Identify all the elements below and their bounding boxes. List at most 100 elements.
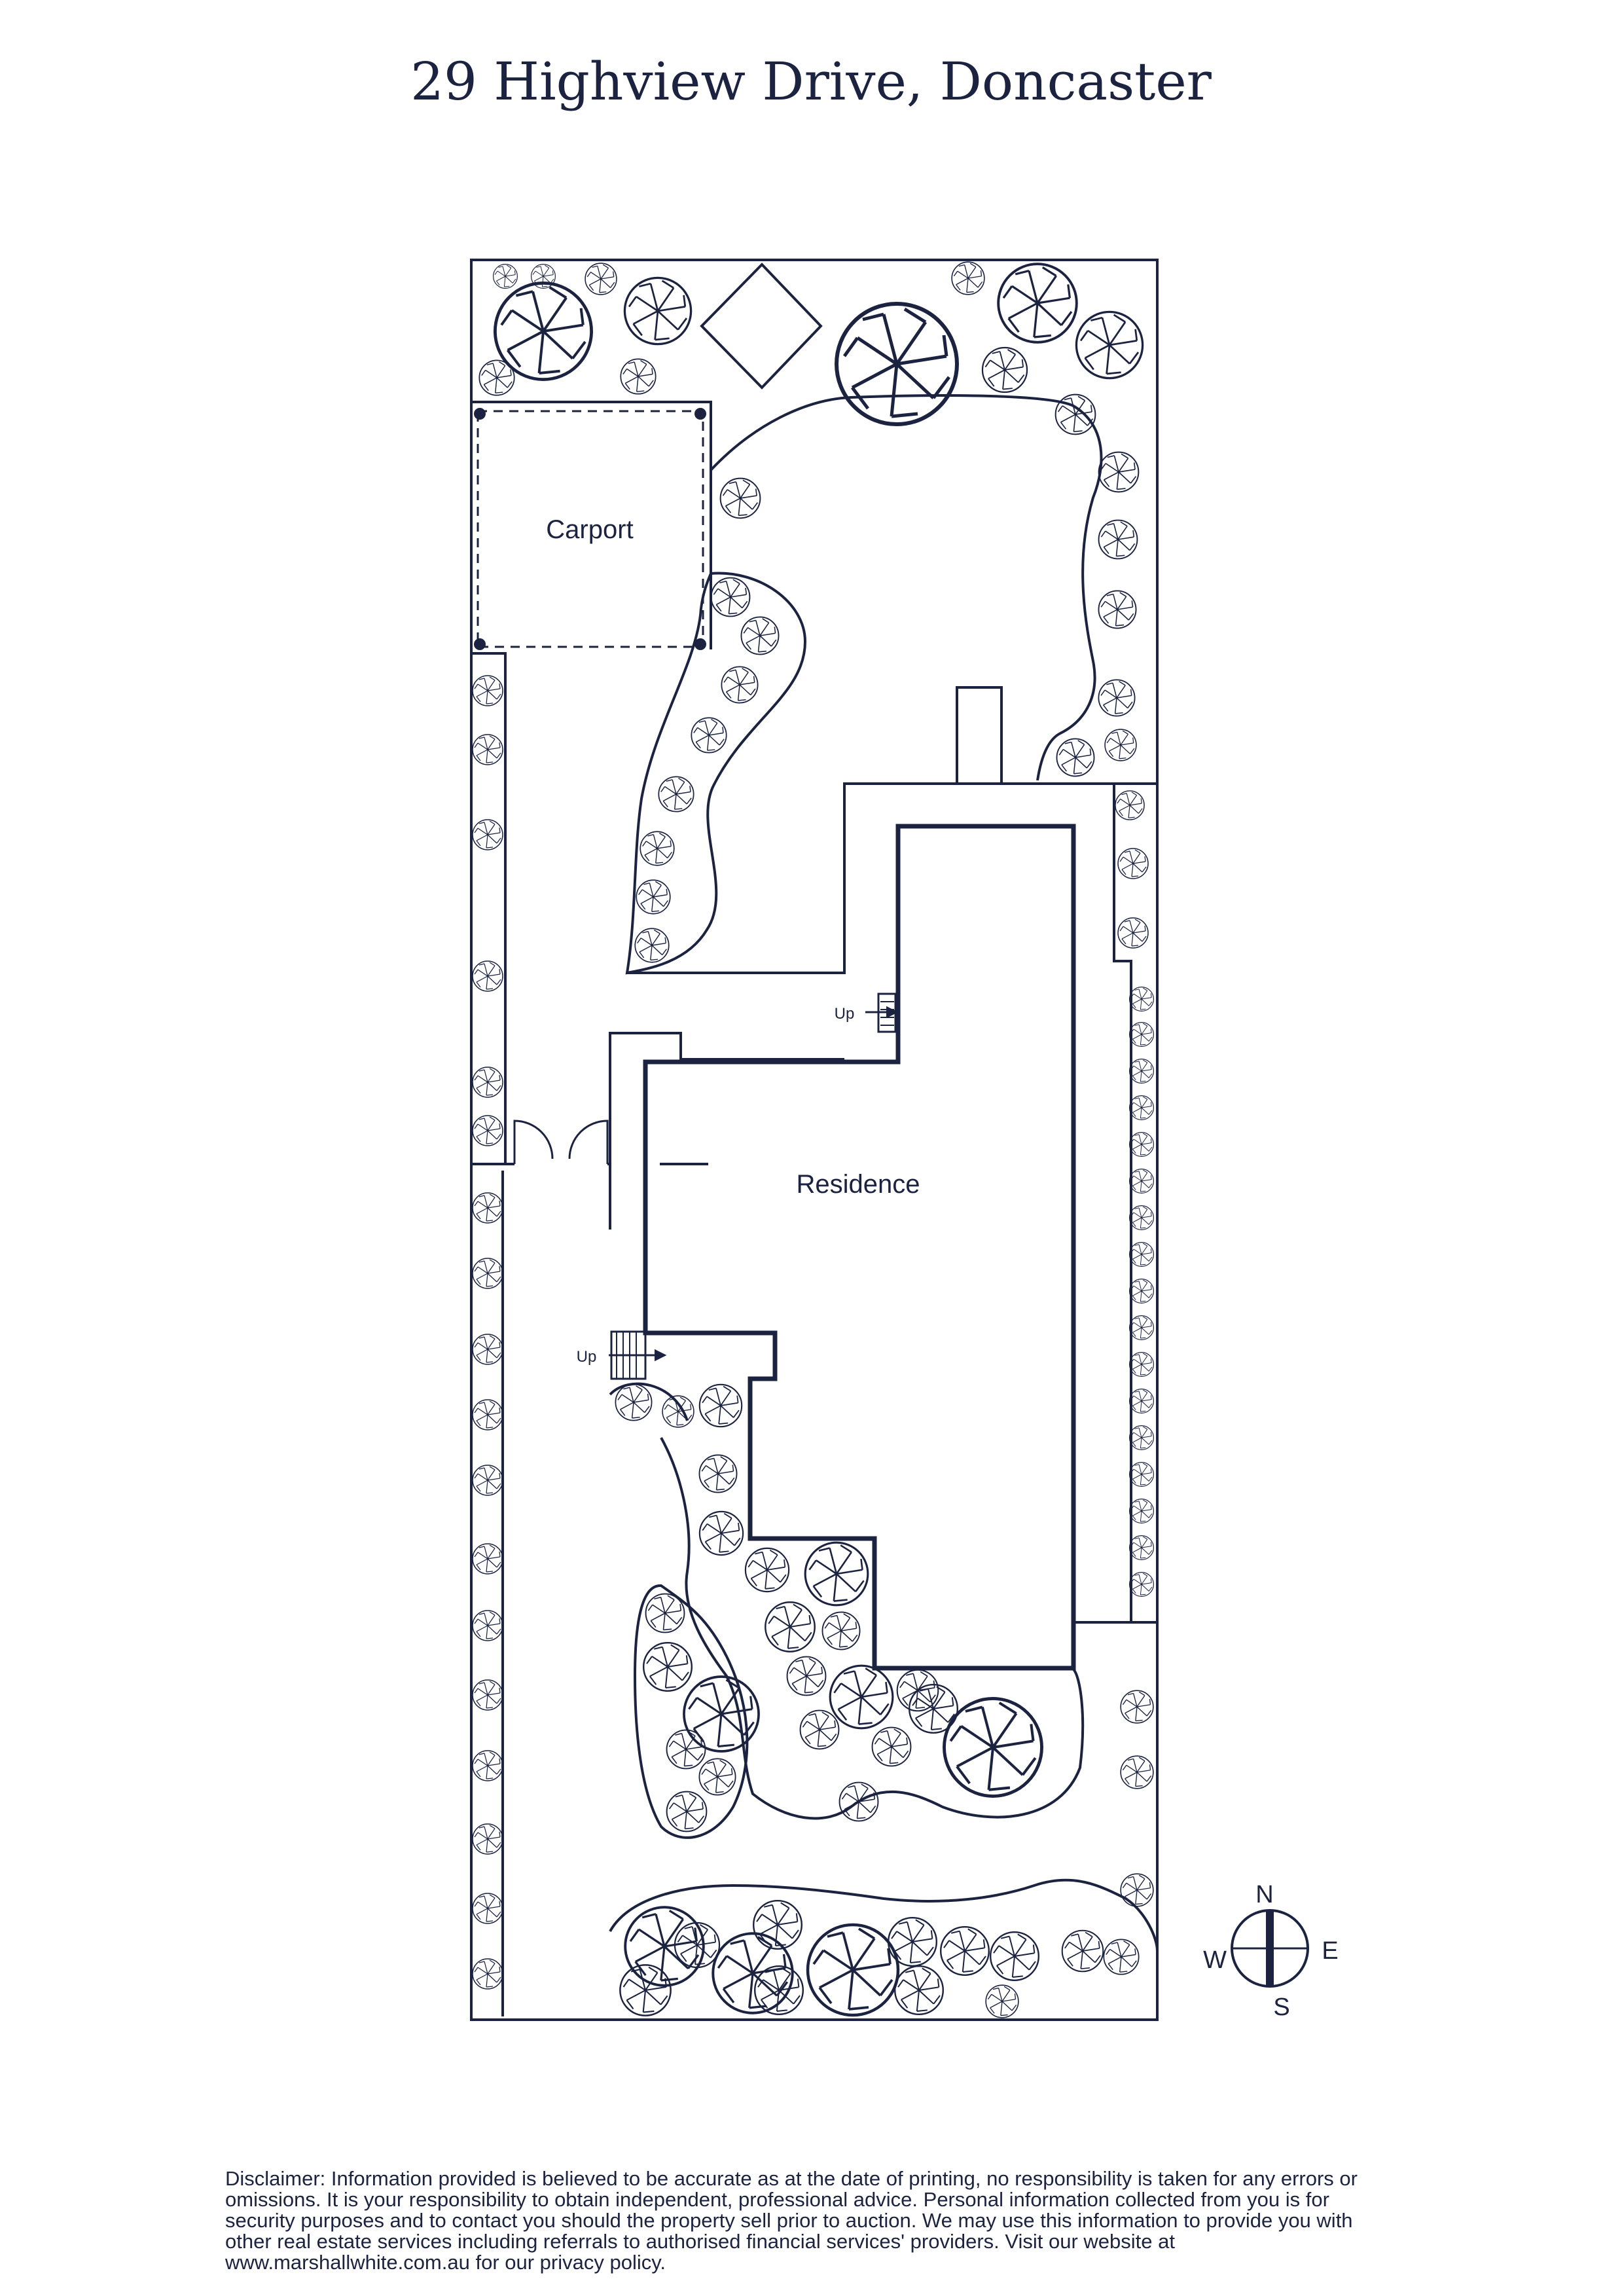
carport-post [694, 408, 706, 420]
tree-icon [472, 1465, 503, 1496]
tree-icon [472, 1823, 503, 1855]
carport-outline [477, 410, 704, 648]
gate-posts [607, 1032, 844, 1165]
tree-icon [829, 1664, 894, 1730]
west-path-edge [471, 652, 708, 1165]
tree-icon [1128, 1168, 1155, 1194]
north-stair-up-label: Up [835, 1005, 855, 1023]
tree-icon [683, 1675, 760, 1753]
tree-icon [472, 960, 503, 992]
tree-icon [740, 616, 780, 655]
tree-icon [1128, 1278, 1155, 1304]
tree-icon [765, 1601, 816, 1652]
tree-icon [472, 1679, 503, 1711]
tree-icon [1128, 1499, 1155, 1523]
tree-icon [472, 1610, 503, 1641]
compass-west-label: W [1203, 1946, 1227, 1974]
carport-label: Carport [546, 515, 633, 544]
tree-icon [1104, 729, 1137, 761]
tree-icon [1128, 1315, 1155, 1341]
tree-icon [985, 1984, 1019, 2018]
diamond-feature [700, 263, 823, 390]
tree-icon [698, 1510, 744, 1556]
tree-icon [478, 359, 515, 396]
tree-icon [643, 1641, 693, 1692]
driveway-edge [471, 401, 712, 649]
tree-icon [472, 1115, 503, 1146]
tree-icon [1098, 519, 1138, 560]
rear-lawn-edge [609, 1382, 1159, 1952]
tree-icon [721, 666, 759, 704]
tree-icon [981, 346, 1028, 393]
carport-post [694, 638, 706, 650]
tree-icon [1128, 1095, 1155, 1121]
tree-icon [821, 1611, 861, 1650]
tree-icon [1128, 1241, 1155, 1267]
tree-icon [472, 1750, 503, 1781]
tree-icon [786, 1656, 827, 1696]
tree-icon [804, 1541, 869, 1607]
tree-icon [1054, 393, 1096, 435]
tree-icon [1128, 1389, 1155, 1413]
tree-icon [698, 1454, 738, 1493]
tree-icon [492, 264, 518, 289]
tree-icon [666, 1791, 708, 1832]
tree-icon [1128, 1572, 1155, 1597]
tree-icon [939, 1925, 990, 1977]
tree-icon [871, 1726, 912, 1767]
tree-icon [472, 819, 503, 850]
property-boundary [470, 259, 1159, 2021]
tree-icon [658, 776, 694, 812]
tree-icon [1117, 848, 1149, 879]
tree-icon [640, 831, 675, 866]
tree-icon [837, 304, 957, 424]
tree-icon [472, 1066, 503, 1098]
tree-icon [1128, 1462, 1155, 1487]
compass-icon [1231, 1909, 1309, 1988]
residence-outline [643, 824, 1076, 1671]
tree-icon [753, 1965, 804, 2016]
tree-icon [744, 1547, 790, 1593]
tree-icon [472, 1543, 503, 1575]
tree-icon [1098, 679, 1136, 717]
tree-icon [808, 1925, 898, 2015]
rear-garden-bed-2 [633, 1584, 749, 1839]
tree-icon [1098, 451, 1140, 493]
tree-icon [634, 928, 670, 963]
tree-icon [1128, 1021, 1155, 1048]
disclaimer-text: Disclaimer: Information provided is beli… [225, 2167, 1358, 2274]
tree-icon [944, 1698, 1041, 1796]
tree-icon [1128, 1205, 1155, 1231]
tree-icon [989, 1931, 1040, 1982]
tree-icon [619, 1964, 672, 2016]
gate-left-leaf [513, 1120, 554, 1164]
compass-east-label: E [1322, 1937, 1338, 1965]
tree-icon [1120, 1690, 1154, 1724]
tree-icon [691, 717, 727, 754]
tree-icon [951, 261, 985, 295]
tree-icon [698, 1758, 736, 1796]
north-path [627, 686, 1114, 974]
tree-icon [666, 1729, 706, 1770]
rear-garden-bed-1 [660, 1437, 1085, 1820]
tree-icon [799, 1709, 840, 1750]
compass-south-label: S [1273, 1994, 1289, 2021]
east-path [1073, 782, 1157, 1624]
tree-icon [893, 1965, 945, 2016]
tree-icon [472, 1258, 503, 1289]
tree-icon [1115, 790, 1145, 820]
north-lawn-edge [625, 572, 807, 975]
tree-icon [615, 1383, 653, 1421]
tree-icon [1128, 1058, 1155, 1084]
tree-icon [719, 477, 761, 519]
tree-icon [674, 1922, 721, 1969]
tree-icon [472, 1399, 503, 1430]
tree-icon [698, 1383, 743, 1428]
tree-icon [662, 1395, 694, 1428]
tree-icon [1103, 1939, 1140, 1975]
tree-icon [1128, 1352, 1155, 1377]
tree-icon [472, 1192, 503, 1224]
tree-icon [472, 1334, 503, 1365]
tree-icon [472, 734, 503, 765]
